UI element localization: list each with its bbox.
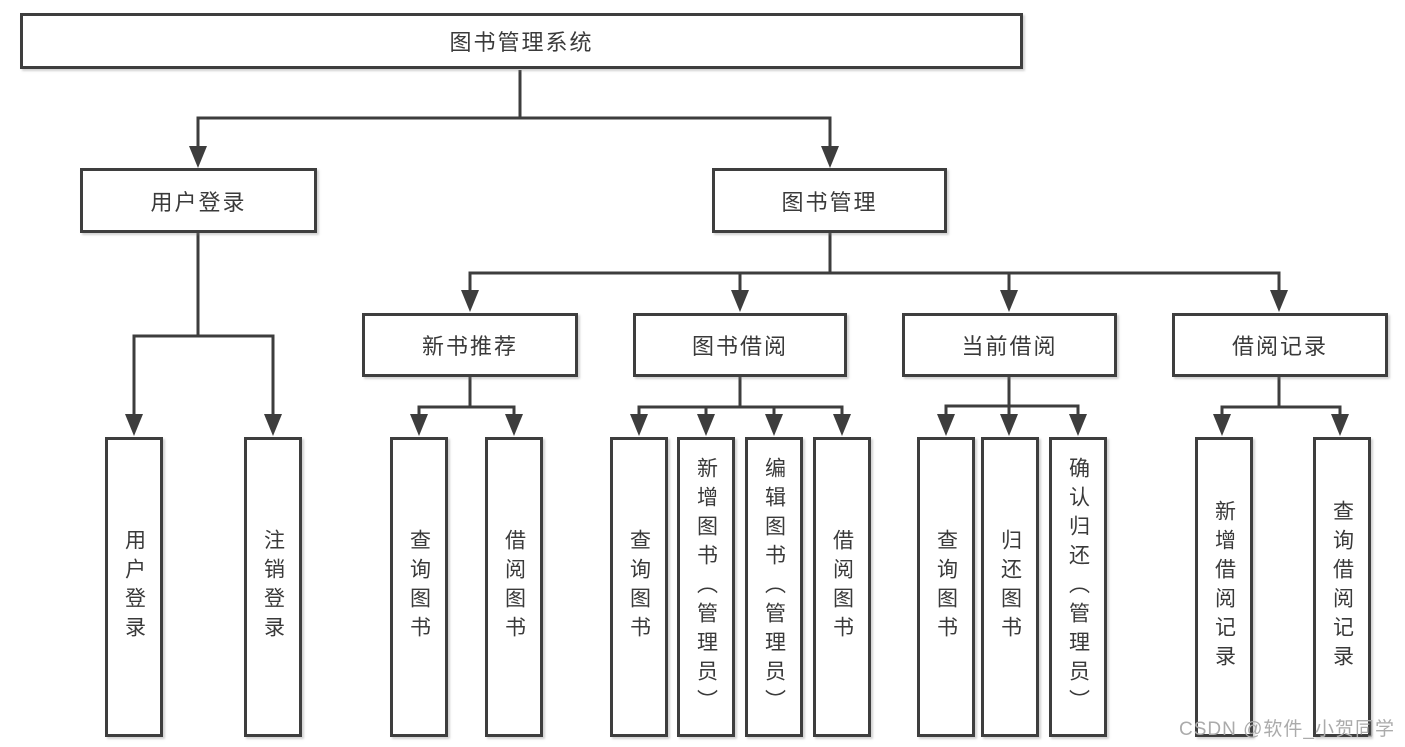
node-user-login: 用户登录 <box>80 168 317 233</box>
node-label: 用户登录 <box>150 189 247 215</box>
watermark: CSDN @软件_小贺同学 <box>1179 719 1395 740</box>
node-label: 查询图书 <box>407 529 431 645</box>
leaf-user-login: 用户登录 <box>105 437 163 737</box>
node-label: 用户登录 <box>122 529 146 645</box>
node-label: 新增图书（管理员） <box>694 456 718 718</box>
leaf-borrow-books-recommend: 借阅图书 <box>485 437 543 737</box>
leaf-return-book: 归还图书 <box>981 437 1039 737</box>
node-label: 借阅图书 <box>502 529 526 645</box>
node-label: 图书管理系统 <box>449 30 594 55</box>
leaf-borrow-books-borrowing: 借阅图书 <box>813 437 871 737</box>
leaf-query-books-current: 查询图书 <box>917 437 975 737</box>
leaf-edit-book-admin: 编辑图书（管理员） <box>745 437 803 737</box>
node-label: 确认归还（管理员） <box>1066 456 1090 718</box>
node-label: 新增借阅记录 <box>1212 500 1236 674</box>
leaf-query-books-borrowing: 查询图书 <box>610 437 668 737</box>
node-label: 查询图书 <box>934 529 958 645</box>
node-label: 编辑图书（管理员） <box>762 456 786 718</box>
node-label: 归还图书 <box>998 529 1022 645</box>
leaf-add-borrow-record: 新增借阅记录 <box>1195 437 1253 737</box>
node-current-borrowing: 当前借阅 <box>902 313 1117 377</box>
node-label: 图书管理 <box>781 189 878 215</box>
node-label: 当前借阅 <box>961 334 1058 359</box>
leaf-confirm-return-admin: 确认归还（管理员） <box>1049 437 1107 737</box>
node-book-management: 图书管理 <box>712 168 947 233</box>
leaf-query-books-recommend: 查询图书 <box>390 437 448 737</box>
leaf-logout: 注销登录 <box>244 437 302 737</box>
node-borrowing-records: 借阅记录 <box>1172 313 1388 377</box>
node-label: 注销登录 <box>261 529 285 645</box>
node-new-book-recommend: 新书推荐 <box>362 313 578 377</box>
node-book-borrowing: 图书借阅 <box>633 313 847 377</box>
node-label: 图书借阅 <box>691 334 788 359</box>
node-label: 借阅图书 <box>830 529 854 645</box>
node-label: 新书推荐 <box>421 334 518 359</box>
leaf-add-book-admin: 新增图书（管理员） <box>677 437 735 737</box>
leaf-query-borrow-record: 查询借阅记录 <box>1313 437 1371 737</box>
node-label: 查询借阅记录 <box>1330 500 1354 674</box>
node-library-system: 图书管理系统 <box>20 13 1023 69</box>
node-label: 查询图书 <box>627 529 651 645</box>
node-label: 借阅记录 <box>1231 334 1328 359</box>
